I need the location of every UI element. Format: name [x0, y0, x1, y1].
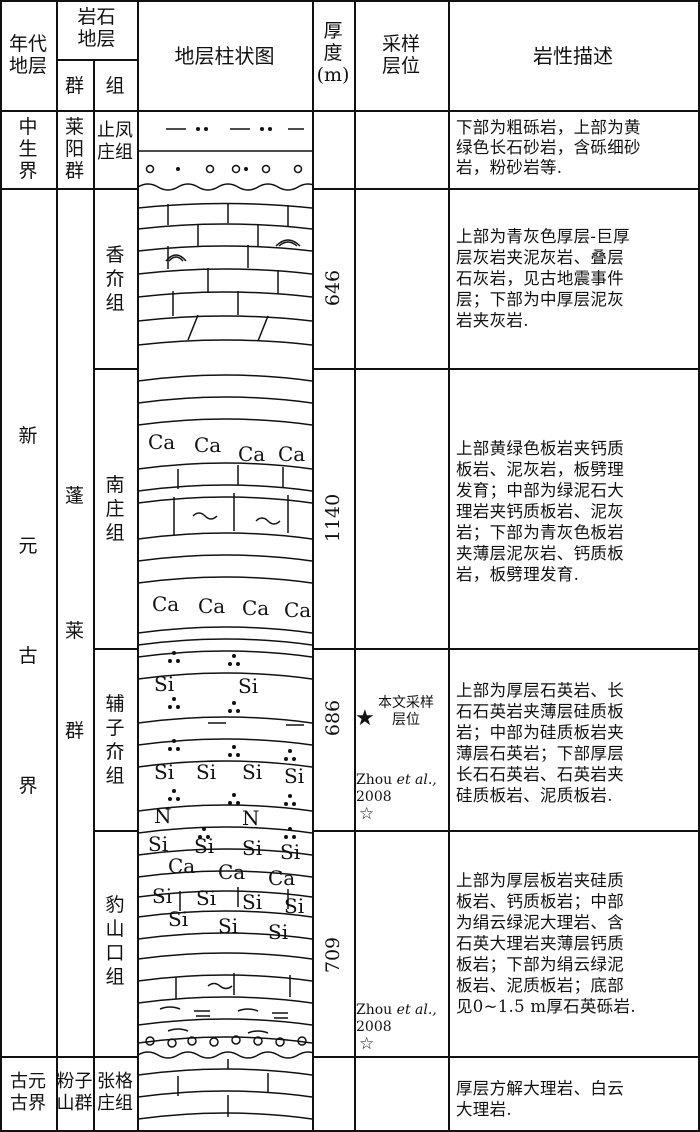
star-hollow-icon: ☆ [359, 804, 375, 824]
lithology-fuzikuang: 上部为厚层石英岩、长石石英岩夹薄层硅质板岩；中部为硅质板岩夹薄层石英岩；下部厚层… [456, 681, 624, 805]
header-group: 群 [64, 75, 84, 97]
slate-layers [138, 374, 312, 646]
lithology-symbols: Ca Ca Ca Ca Ca Ca Ca Ca Si Si Si Si Si S… [148, 430, 311, 944]
symbol-ca: Ca [152, 592, 179, 616]
marble-pattern [138, 1059, 312, 1120]
lithology-xiangkuang: 上部为青灰色厚层-巨厚层灰岩夹泥灰岩、叠层石灰岩，见古地震事件层；下部为中厚层泥… [456, 227, 630, 330]
header-lithology: 岩性描述 [533, 44, 613, 68]
star-hollow-icon: ☆ [359, 1034, 375, 1054]
header-era: 年代地层 [8, 33, 47, 77]
symbol-si: Si [238, 674, 258, 698]
symbol-n: N [242, 806, 260, 830]
symbol-si: Si [154, 672, 174, 696]
conglomerate-pebbles [145, 164, 303, 174]
thickness-fuzikuang: 686 [322, 699, 344, 737]
symbol-n: N [154, 804, 172, 828]
symbol-si: Si [284, 764, 304, 788]
header-sampling: 采样层位 [381, 33, 420, 77]
thickness-xiangkuang: 646 [322, 269, 344, 307]
group-laiyang: 莱阳群 [64, 116, 84, 182]
symbol-ca: Ca [194, 433, 221, 457]
symbol-ca: Ca [268, 866, 295, 890]
header-thickness: 厚度(m) [316, 20, 350, 86]
symbol-si: Si [148, 832, 168, 856]
era-paleoproterozoic: 古元古界 [10, 1071, 46, 1114]
basal-unconformity [138, 1051, 312, 1059]
lithology-baoshankou: 上部为厚层板岩夹硅质板岩、钙质板岩；中部为绢云绿泥大理岩、含石英大理岩夹薄层钙质… [456, 871, 636, 1016]
stromatolite-symbols [165, 239, 301, 262]
symbol-si: Si [284, 894, 304, 918]
symbol-ca: Ca [238, 442, 265, 466]
symbol-si: Si [280, 840, 300, 864]
symbol-ca: Ca [278, 442, 305, 466]
symbol-ca: Ca [218, 860, 245, 884]
formation-zhanggezhuang: 张格庄组 [97, 1071, 133, 1114]
formation-nanzhuang: 南庄组 [105, 474, 125, 544]
header-lith-strat: 岩石地层 [77, 6, 116, 50]
era-mesozoic: 中生界 [18, 116, 38, 182]
formation-xiangkuang: 香夼组 [105, 244, 125, 314]
stratigraphic-column: Ca Ca Ca Ca Ca Ca Ca Ca Si Si Si Si Si S… [138, 127, 312, 1120]
thickness-baoshankou: 709 [322, 936, 344, 974]
symbol-si: Si [242, 760, 262, 784]
lithology-zhanggezhuang: 厚层方解大理岩、白云大理岩. [456, 1079, 624, 1119]
symbol-ca: Ca [242, 596, 269, 620]
header-column: 地层柱状图 [174, 44, 275, 68]
basal-conglomerate [145, 1035, 307, 1048]
symbol-si: Si [194, 834, 214, 858]
symbol-si: Si [268, 920, 288, 944]
symbol-si: Si [152, 884, 172, 908]
symbol-si: Si [242, 890, 262, 914]
group-fenzishan: 粉子山群 [56, 1071, 93, 1114]
symbol-si: Si [196, 886, 216, 910]
symbol-si: Si [196, 760, 216, 784]
lithology-zhifengzhuang: 下部为粗砾岩，上部为黄绿色长石砂岩，含砾细砂岩，粉砂岩等. [456, 118, 641, 177]
symbol-si: Si [154, 760, 174, 784]
sampling-this-study: 本文采样层位 [378, 695, 434, 728]
marble-layers [138, 870, 312, 1044]
thickness-nanzhuang: 1140 [322, 493, 344, 543]
symbol-si: Si [218, 914, 238, 938]
formation-baoshankou: 豹山口组 [105, 894, 125, 988]
limestone-pattern [138, 202, 312, 346]
star-filled-icon: ★ [355, 706, 375, 731]
header-formation: 组 [105, 75, 125, 97]
sampling-zhou-2: Zhou et al., 2008 [356, 1002, 437, 1035]
formation-zhifengzhuang: 止凤庄组 [97, 120, 133, 163]
sand-dots [168, 127, 296, 839]
sampling-zhou-1: Zhou et al., 2008 [356, 772, 437, 805]
symbol-ca: Ca [168, 854, 195, 878]
formation-fuzikuang: 辅子夼组 [105, 693, 125, 787]
symbol-ca: Ca [148, 430, 175, 454]
symbol-ca: Ca [198, 594, 225, 618]
symbol-ca: Ca [284, 598, 311, 622]
lithology-nanzhuang: 上部黄绿色板岩夹钙质板岩、泥灰岩，板劈理发育；中部为绿泥石大理岩夹钙质板岩、泥灰… [456, 439, 624, 584]
unconformity-line [138, 183, 312, 191]
symbol-si: Si [168, 907, 188, 931]
symbol-si: Si [242, 836, 262, 860]
